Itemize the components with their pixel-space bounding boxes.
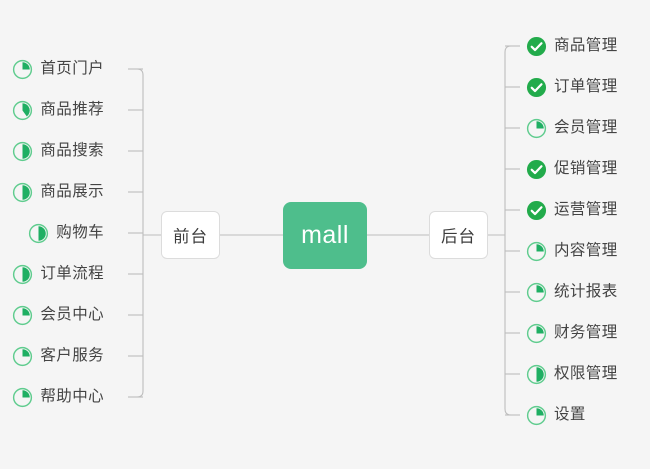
leaf-right-3[interactable]: 会员管理 xyxy=(526,115,618,141)
leaf-label: 财务管理 xyxy=(554,324,618,342)
pie-progress-icon xyxy=(13,346,33,366)
pie-progress-icon xyxy=(526,118,547,138)
pie-progress-icon xyxy=(13,264,33,284)
leaf-left-1[interactable]: 首页门户 xyxy=(12,56,104,82)
node-backend[interactable]: 后台 xyxy=(429,211,488,259)
pie-progress-icon xyxy=(13,100,33,120)
pie-progress-icon xyxy=(526,282,547,302)
leaf-left-3[interactable]: 商品搜索 xyxy=(12,138,104,164)
pie-progress-icon xyxy=(526,241,547,261)
leaf-right-10[interactable]: 设置 xyxy=(526,402,586,428)
leaf-right-2[interactable]: 订单管理 xyxy=(526,74,618,100)
leaf-label: 商品展示 xyxy=(40,183,104,201)
check-circle-icon xyxy=(526,77,547,97)
pie-progress-icon xyxy=(526,364,547,384)
leaf-label: 客户服务 xyxy=(40,347,104,365)
leaf-label: 设置 xyxy=(554,406,586,424)
leaf-label: 帮助中心 xyxy=(40,388,104,406)
leaf-left-6[interactable]: 订单流程 xyxy=(12,261,104,287)
leaf-label: 订单管理 xyxy=(554,78,618,96)
leaf-left-4[interactable]: 商品展示 xyxy=(12,179,104,205)
check-circle-icon xyxy=(526,200,547,220)
pie-progress-icon xyxy=(13,305,33,325)
leaf-label: 权限管理 xyxy=(554,365,618,383)
leaf-left-8[interactable]: 客户服务 xyxy=(12,343,104,369)
pie-progress-icon xyxy=(526,323,547,343)
leaf-label: 购物车 xyxy=(56,224,104,242)
leaf-label: 首页门户 xyxy=(40,60,104,78)
leaf-label: 订单流程 xyxy=(40,265,104,283)
leaf-label: 运营管理 xyxy=(554,201,618,219)
leaf-right-8[interactable]: 财务管理 xyxy=(526,320,618,346)
leaf-label: 会员管理 xyxy=(554,119,618,137)
leaf-right-1[interactable]: 商品管理 xyxy=(526,33,618,59)
leaf-right-6[interactable]: 内容管理 xyxy=(526,238,618,264)
pie-progress-icon xyxy=(13,59,33,79)
leaf-label: 商品推荐 xyxy=(40,101,104,119)
pie-progress-icon xyxy=(29,223,49,243)
leaf-label: 内容管理 xyxy=(554,242,618,260)
pie-progress-icon xyxy=(526,405,547,425)
leaf-right-5[interactable]: 运营管理 xyxy=(526,197,618,223)
leaf-label: 促销管理 xyxy=(554,160,618,178)
leaf-left-7[interactable]: 会员中心 xyxy=(12,302,104,328)
leaf-left-5[interactable]: 购物车 xyxy=(28,220,104,246)
leaf-left-9[interactable]: 帮助中心 xyxy=(12,384,104,410)
check-circle-icon xyxy=(526,159,547,179)
leaf-label: 会员中心 xyxy=(40,306,104,324)
pie-progress-icon xyxy=(13,387,33,407)
leaf-left-2[interactable]: 商品推荐 xyxy=(12,97,104,123)
leaf-right-7[interactable]: 统计报表 xyxy=(526,279,618,305)
pie-progress-icon xyxy=(13,182,33,202)
node-frontend[interactable]: 前台 xyxy=(161,211,220,259)
check-circle-icon xyxy=(526,36,547,56)
spine-left xyxy=(128,68,144,398)
spine-right xyxy=(504,45,520,416)
leaf-label: 统计报表 xyxy=(554,283,618,301)
node-root-mall[interactable]: mall xyxy=(283,202,367,269)
leaf-right-4[interactable]: 促销管理 xyxy=(526,156,618,182)
leaf-right-9[interactable]: 权限管理 xyxy=(526,361,618,387)
pie-progress-icon xyxy=(13,141,33,161)
leaf-label: 商品搜索 xyxy=(40,142,104,160)
leaf-label: 商品管理 xyxy=(554,37,618,55)
